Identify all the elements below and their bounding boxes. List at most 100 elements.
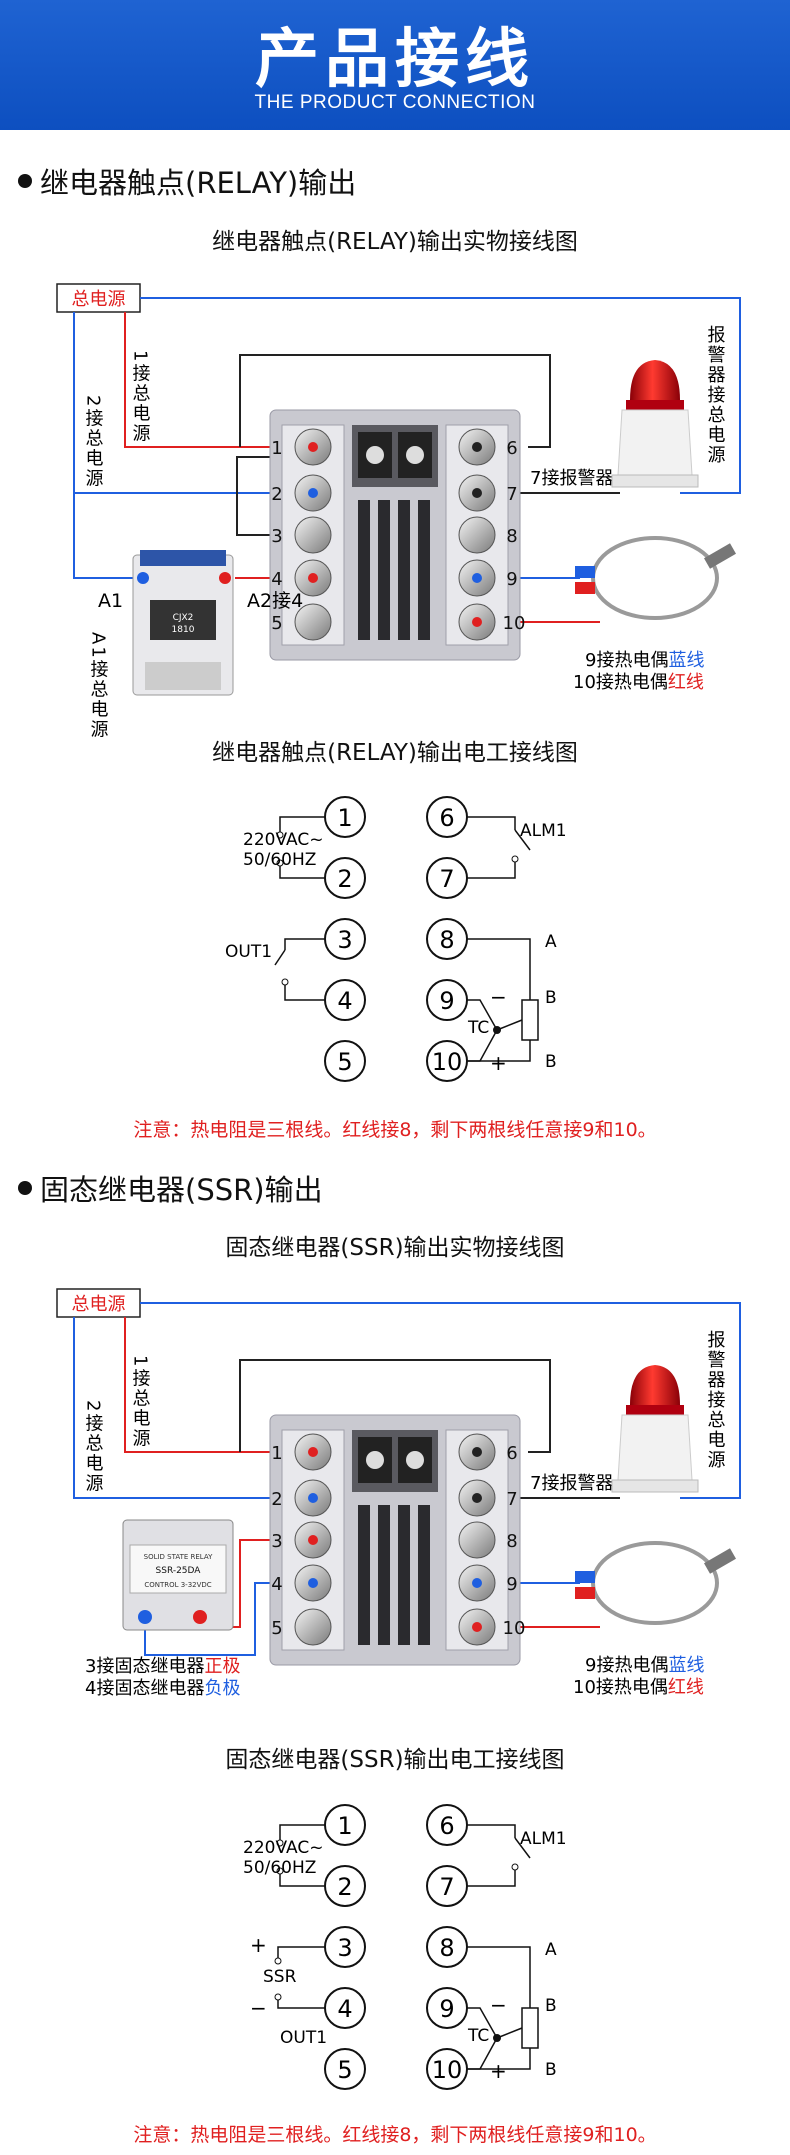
relay-wire-alarm [140,297,741,494]
relay-power-box-label: 总电源 [72,289,126,310]
relay-tc-label: TC [467,1018,489,1038]
relay-label-1: 1接总电源 [130,350,151,443]
thermocouple-icon [575,536,736,620]
relay-wire-2 [73,312,300,494]
relay-minus: − [490,985,507,1009]
page-subtitle: THE PRODUCT CONNECTION [254,92,536,113]
contactor-a1-label-head: A1 [98,590,123,612]
ssr-terminal-3: 3 [271,1531,282,1552]
ssr-alm-label: ALM1 [520,1829,567,1849]
ssr-schematic-9: 9 [439,1995,454,2023]
relay-schematic-1: 1 [337,804,352,832]
ssr-photo-caption: 固态继电器(SSR)输出实物接线图 [225,1235,565,1261]
ssr-terminal-7: 7 [506,1489,517,1510]
relay-heading-text: 继电器触点(RELAY)输出 [40,166,357,200]
relay-schematic-4: 4 [337,987,352,1015]
ssr-alarm-power-label: 报警器接总电源 [705,1330,726,1470]
relay-power-text-2: 50/60HZ [243,850,316,870]
relay-wire-jumper-1-6 [239,354,551,448]
ssr-minus: − [490,1993,507,2017]
ssr-power-text-1: 220VAC~ [243,1838,323,1858]
relay-schematic-7: 7 [439,865,454,893]
relay-schematic-5: 5 [337,1048,352,1076]
relay-label-2: 2接总电源 [83,395,104,488]
relay-photo-diagram: 总电源 [56,283,741,740]
ssr-schematic-2: 2 [337,1873,352,1901]
ssr-terminal-4: 4 [271,1574,282,1595]
ssr-schematic-5: 5 [337,2056,352,2084]
ssr-terminal-1: 1 [271,1443,282,1464]
page-title: 产品接线 [255,23,535,97]
ssr-schematic-6: 6 [439,1812,454,1840]
ssr-label: SSR [263,1967,297,1987]
ssr-schematic-4: 4 [337,1995,352,2023]
ssr-plus: + [490,2059,507,2083]
header-banner: 产品接线 THE PRODUCT CONNECTION [0,0,790,130]
ssr-abb-b2: B [545,2060,557,2080]
relay-terminal-4: 4 [271,569,282,590]
relay-terminal-10: 10 [503,613,526,634]
ssr-terminal-10: 10 [503,1618,526,1639]
relay-alarm-power-label: 报警器接总电源 [705,325,726,465]
relay-schematic-6: 6 [439,804,454,832]
ssr-terminal-5: 5 [271,1618,282,1639]
ssr-plus-left: + [250,1933,267,1957]
relay-terminal-6: 6 [506,438,517,459]
relay-power-box [56,283,141,313]
ssr-heading-text: 固态继电器(SSR)输出 [40,1173,323,1207]
ssr-thermocouple-icon [575,1541,736,1625]
relay-section-heading: 继电器触点(RELAY)输出 [18,160,356,202]
ssr-abb-a: A [545,1940,557,1960]
contactor-a1-label: A1接总电源 [88,632,109,740]
svg-text:CJX2: CJX2 [173,613,194,623]
svg-text:SOLID STATE RELAY: SOLID STATE RELAY [144,1553,213,1561]
ssr-tc9-label: 9接热电偶蓝线 [585,1655,704,1676]
relay-terminal-1: 1 [271,438,282,459]
relay-terminal-2: 2 [271,484,282,505]
ssr-note: 注意：热电阻是三根线。红线接8，剩下两根线任意接9和10。 [133,2124,657,2146]
ssr-schematic-1: 1 [337,1812,352,1840]
bullet-icon [18,1181,32,1195]
solid-state-relay-icon: SOLID STATE RELAY SSR-25DA CONTROL 3-32V… [122,1519,234,1631]
relay-terminal-7: 7 [506,484,517,505]
relay-schematic-3: 3 [337,926,352,954]
ssr-terminal-6: 6 [506,1443,517,1464]
ssr-tc10-label: 10接热电偶红线 [573,1677,704,1698]
relay-terminal-9: 9 [506,569,517,590]
ssr-power-text-2: 50/60HZ [243,1858,316,1878]
ssr-schematic-3: 3 [337,1934,352,1962]
relay-diagram-caption: 继电器触点(RELAY)输出电工接线图 [212,740,578,766]
relay-electrical-diagram: 1 2 3 4 5 6 7 8 9 10 [225,796,567,1082]
ssr-alarm-7-label: 7接报警器 [530,1473,613,1494]
contactor-a2-label: A2接4 [247,590,303,612]
ssr-tc-label: TC [467,2026,489,2046]
ssr-4-label: 4接固态继电器负极 [85,1678,240,1699]
ssr-minus-left: − [250,1996,267,2020]
relay-tc9-label: 9接热电偶蓝线 [585,650,704,671]
relay-photo-caption: 继电器触点(RELAY)输出实物接线图 [212,229,578,255]
relay-alm-label: ALM1 [520,821,567,841]
relay-wire-1 [124,312,280,448]
contactor-icon: CJX2 1810 [132,550,234,696]
ssr-alarm-beacon-icon [611,1365,699,1493]
ssr-label-2: 2接总电源 [83,1400,104,1493]
ssr-label-1: 1接总电源 [130,1355,151,1448]
relay-out-label: OUT1 [225,942,272,962]
relay-abb-a: A [545,932,557,952]
relay-tc10-label: 10接热电偶红线 [573,672,704,693]
ssr-out-label: OUT1 [280,2028,327,2048]
ssr-abb-b1: B [545,1996,557,2016]
ssr-schematic-7: 7 [439,1873,454,1901]
relay-alarm-7-label: 7接报警器 [530,468,613,489]
ssr-terminal-9: 9 [506,1574,517,1595]
relay-schematic-10: 10 [432,1048,463,1076]
svg-text:SSR-25DA: SSR-25DA [156,1566,202,1576]
relay-plus: + [490,1051,507,1075]
relay-abb-b1: B [545,988,557,1008]
ssr-power-box [56,1288,141,1318]
relay-schematic-2: 2 [337,865,352,893]
ssr-photo-diagram: 总电源 [56,1288,741,1699]
relay-power-text-1: 220VAC~ [243,830,323,850]
relay-abb-b2: B [545,1052,557,1072]
